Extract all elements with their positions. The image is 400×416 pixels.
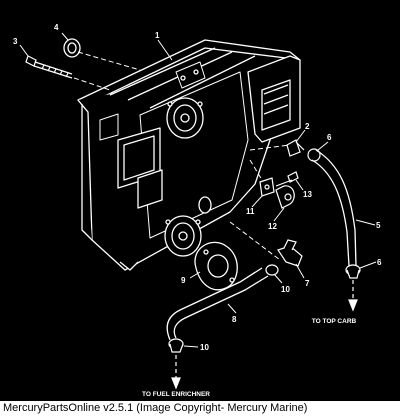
fuel-enrichner-arrow: [171, 355, 181, 390]
callout-13: 13: [303, 190, 312, 199]
lower-port-boss: [164, 196, 212, 257]
callout-1: 1: [155, 31, 160, 40]
hose-part-5: [311, 149, 357, 267]
leader-lines: [19, 32, 173, 61]
callout-10-lower: 10: [200, 343, 209, 352]
leader-lines-mid: [251, 179, 304, 222]
callout-10-upper: 10: [281, 285, 290, 294]
elbow-fitting-part-7: [277, 239, 303, 267]
leader-lines-lower: [183, 263, 305, 348]
callout-6-upper: 6: [327, 133, 332, 142]
leader-lines-right: [295, 129, 377, 269]
grommet-part-4: [63, 38, 81, 58]
callout-2: 2: [305, 122, 310, 131]
assembly-dashed-lines: [73, 51, 291, 261]
upper-port-boss: [166, 97, 204, 139]
callout-8: 8: [232, 315, 237, 324]
screw-part-3: [25, 55, 73, 79]
label-to-top-carb: TO TOP CARB: [312, 318, 357, 325]
label-to-fuel-enrichner: TO FUEL ENRICHNER: [142, 391, 210, 398]
copyright-caption: MercuryPartsOnline v2.5.1 (Image Copyrig…: [0, 401, 400, 416]
exploded-parts-diagram: 1 3 4 2 6 13 11 12 5 6 9 7 10 8 10 TO TO…: [13, 23, 382, 398]
clip-part-12: [275, 185, 295, 209]
callout-6-lower: 6: [377, 258, 382, 267]
callout-3: 3: [13, 37, 18, 46]
callout-7: 7: [305, 279, 310, 288]
bracket-part-11: [259, 177, 275, 197]
top-carb-arrow: [348, 280, 358, 312]
clamp-part-10-lower: [168, 338, 184, 353]
callout-4: 4: [54, 23, 59, 32]
callout-5: 5: [376, 221, 381, 230]
clamp-part-6-lower: [345, 264, 361, 279]
callout-9: 9: [181, 276, 186, 285]
fitting-part-2: [286, 139, 305, 157]
screw-part-13: [275, 171, 299, 187]
clamp-part-10-upper: [265, 264, 279, 276]
gasket-part-9: [194, 241, 238, 291]
hose-part-8: [166, 267, 269, 341]
callout-11: 11: [246, 207, 255, 216]
callout-12: 12: [268, 222, 277, 231]
